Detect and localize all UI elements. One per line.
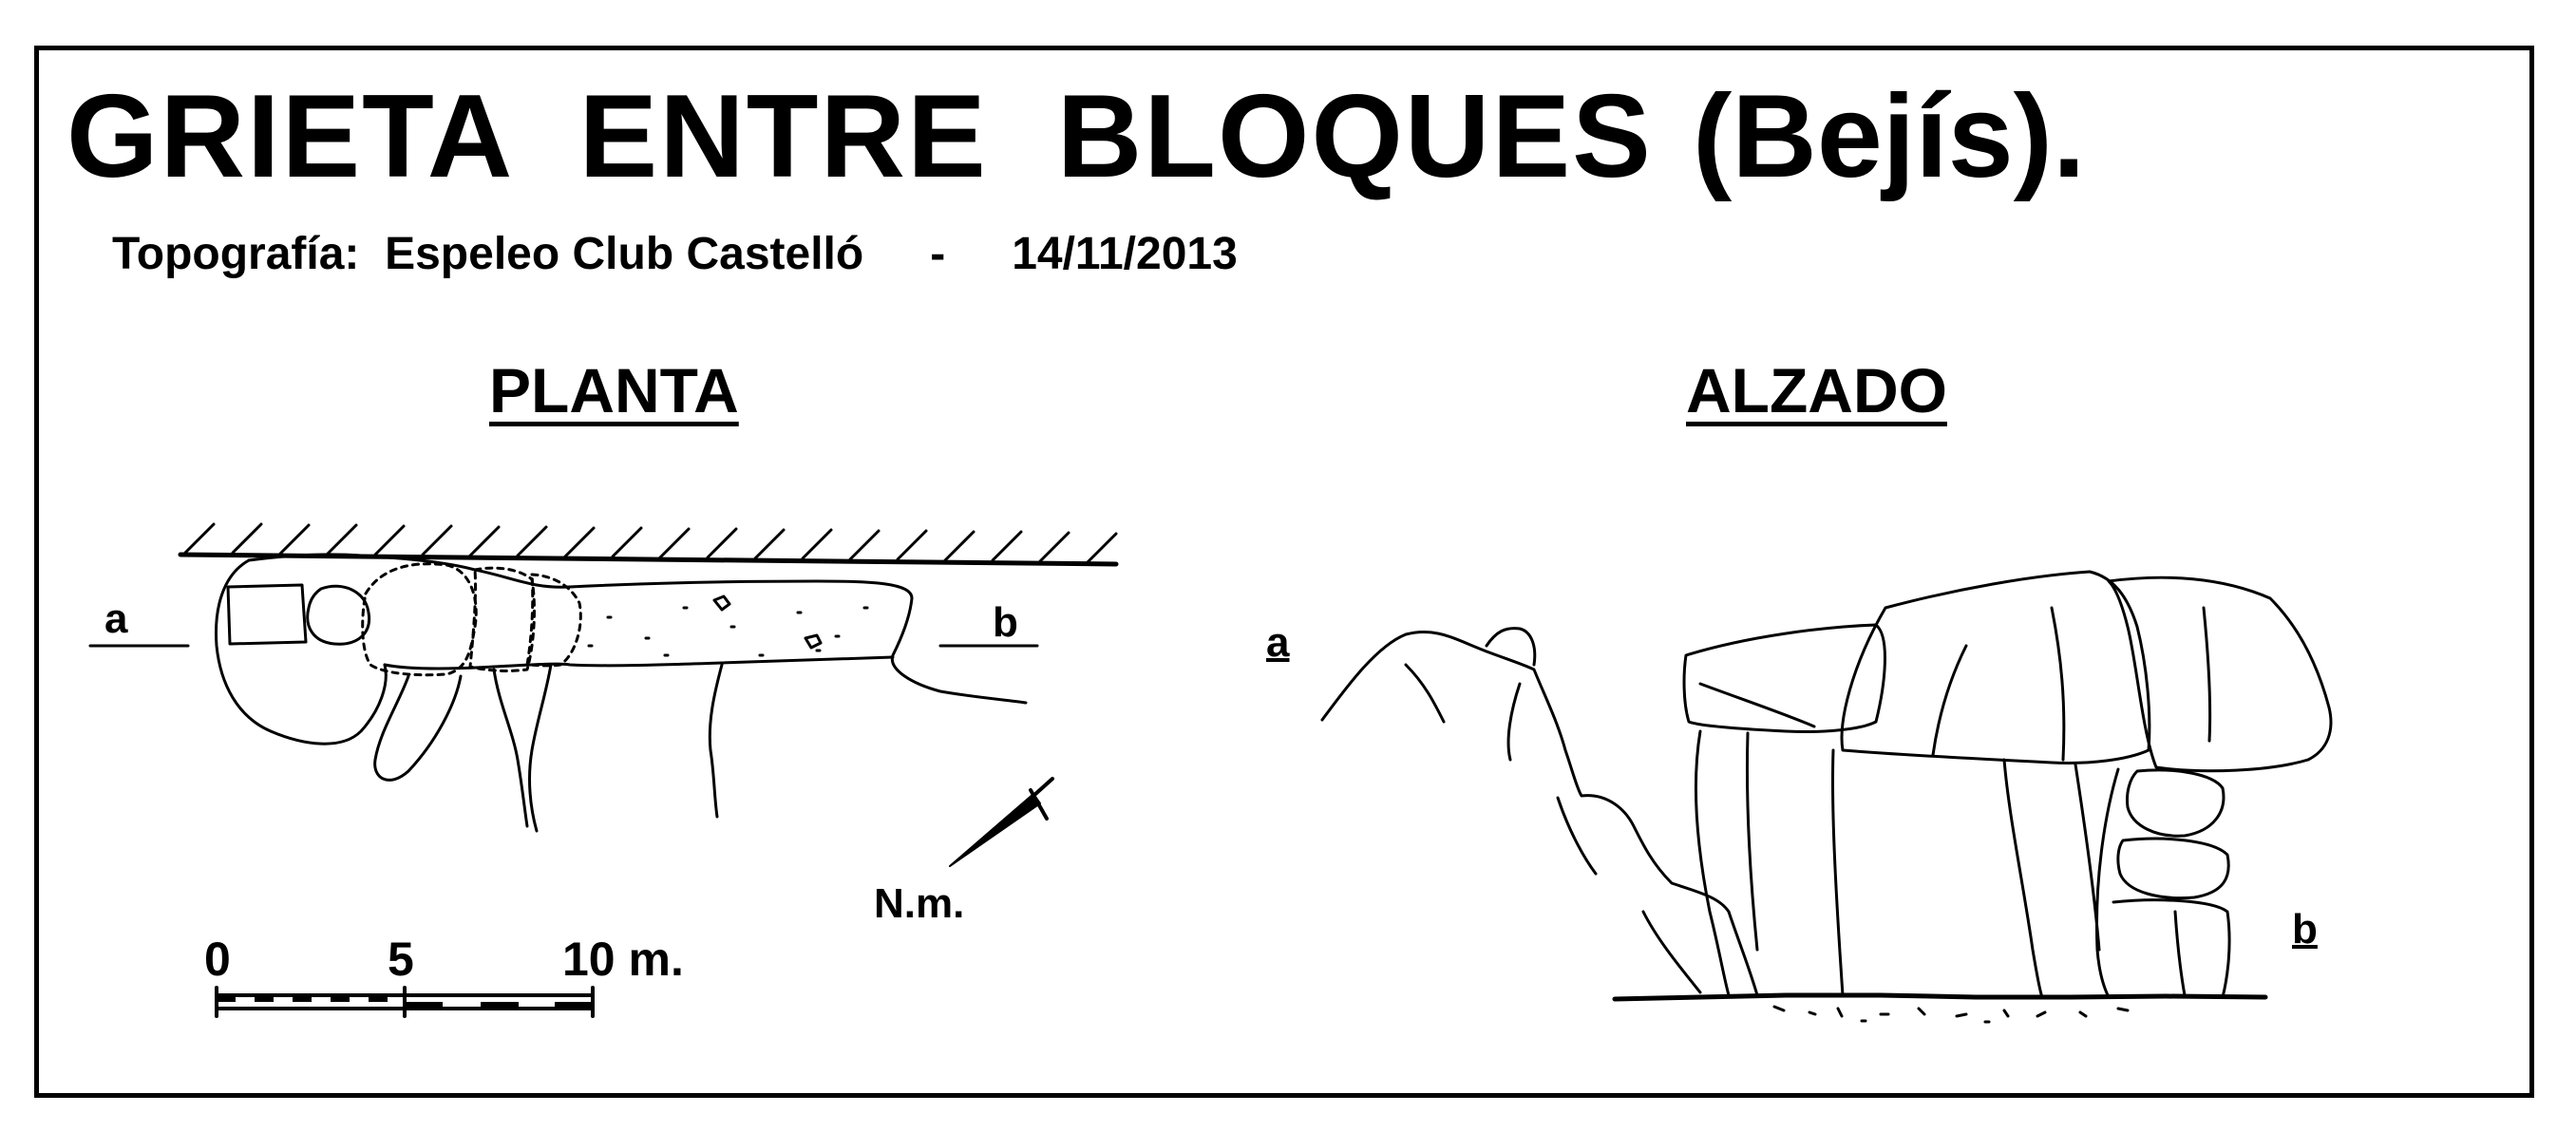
plan-outline-upper xyxy=(247,553,1028,705)
surface-hatching xyxy=(183,522,1118,564)
boulder-zone-3 xyxy=(525,573,582,668)
pillar-left xyxy=(1695,729,1731,997)
elevation-b-label: b xyxy=(2292,906,2318,953)
north-arrow-label: N.m. xyxy=(874,880,965,927)
left-wall xyxy=(1320,630,1759,997)
boulder-zone-2 xyxy=(468,566,536,672)
capstone-2-crack-2 xyxy=(2050,606,2066,762)
sediment-dots xyxy=(587,606,869,657)
pebble-2 xyxy=(804,633,823,650)
survey-author: Topografía: Espeleo Club Castelló xyxy=(112,229,864,279)
north-arrow-icon xyxy=(949,777,1054,867)
fissure-3 xyxy=(528,663,553,833)
capstone-1-crack xyxy=(1698,682,1816,728)
capstone-2-crack-1 xyxy=(1931,644,1968,757)
capstone-3 xyxy=(2107,575,2333,773)
pillar-mid xyxy=(2002,758,2044,999)
scale-label-0: 0 xyxy=(204,933,231,986)
plan-outline xyxy=(215,558,388,745)
left-wall-inner xyxy=(1485,627,1537,667)
elevation-view-title: ALZADO xyxy=(1686,355,1947,425)
survey-credits: Topografía: Espeleo Club Castelló - 14/11/… xyxy=(112,232,1238,277)
plan-section-b-label: b xyxy=(993,599,1018,646)
plan-section-a-label: a xyxy=(104,595,128,642)
block-rect xyxy=(226,583,308,646)
boulder-zone-1 xyxy=(361,562,478,677)
right-block-middle xyxy=(2116,837,2230,900)
cave-location: (Bejís). xyxy=(1693,71,2086,202)
left-wall-crack-2 xyxy=(1556,796,1598,876)
elevation-view xyxy=(1320,570,2333,1024)
pebble-1 xyxy=(712,594,731,612)
elevation-a-label: a xyxy=(1266,619,1290,666)
capstone-2 xyxy=(1840,570,2151,764)
fissure-2 xyxy=(492,668,529,828)
surface-line xyxy=(178,552,1119,567)
pillar-right xyxy=(2094,767,2120,999)
right-block-lower xyxy=(2112,898,2231,999)
plan-view-title: PLANTA xyxy=(489,355,739,425)
drawing-frame xyxy=(34,46,2534,1098)
right-block-upper xyxy=(2126,768,2226,838)
left-wall-crack-1 xyxy=(1404,663,1446,724)
pillar-left-inner xyxy=(1745,731,1759,952)
capstone-3-crack xyxy=(2202,606,2212,743)
credits-separator: - xyxy=(930,229,946,279)
survey-date: 14/11/2013 xyxy=(1012,229,1238,279)
block-round xyxy=(306,584,371,646)
fissure-4 xyxy=(708,663,724,819)
scale-bar xyxy=(215,986,595,1018)
plan-view xyxy=(88,522,1119,1018)
right-block-crack xyxy=(2173,910,2187,997)
left-wall-crack-4 xyxy=(1506,682,1522,762)
cave-title: GRIETA ENTRE BLOQUES xyxy=(66,71,1653,202)
capstone-1 xyxy=(1682,623,1886,733)
scale-label-10: 10 m. xyxy=(562,933,684,986)
pillar-mid-left xyxy=(1830,748,1845,997)
fissure-1 xyxy=(373,674,463,782)
left-wall-crack-3 xyxy=(1641,910,1702,994)
ground-debris xyxy=(1772,1005,2130,1024)
ground-line xyxy=(1612,992,2268,1002)
scale-label-5: 5 xyxy=(388,933,414,986)
